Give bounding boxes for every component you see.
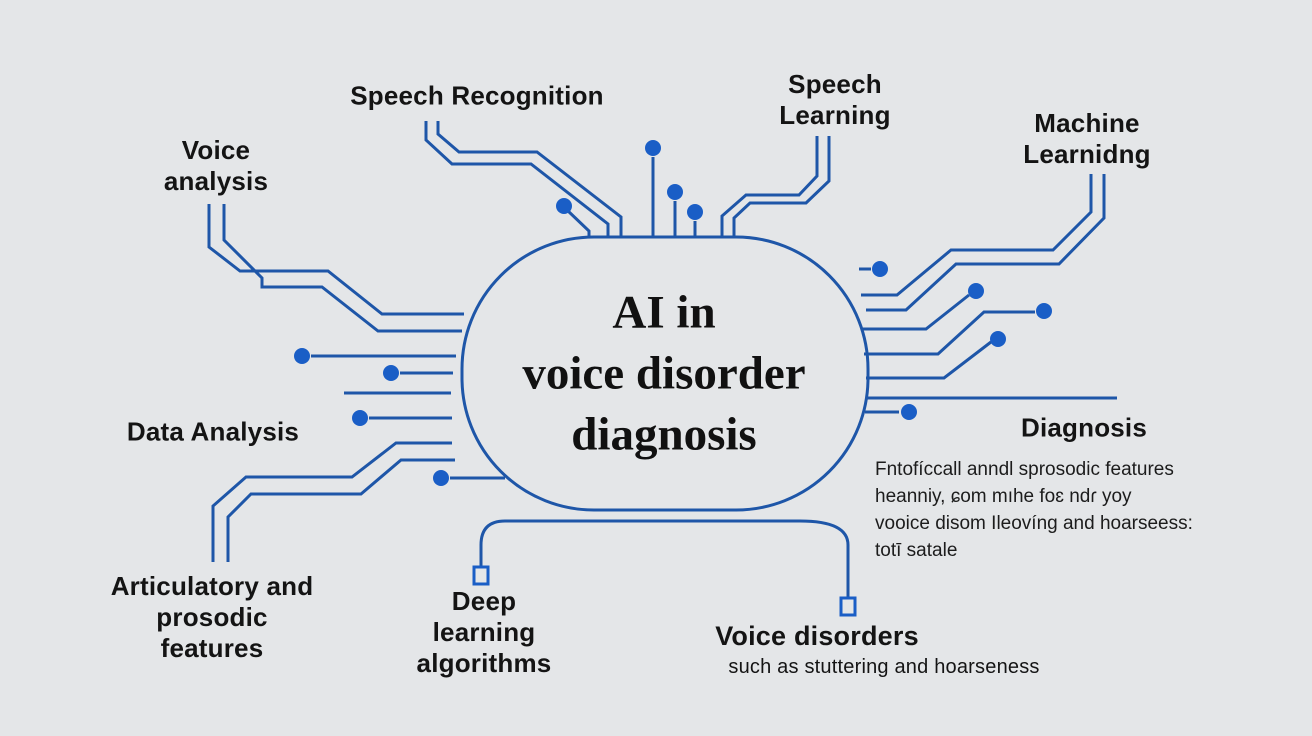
central-node-outline <box>460 235 870 512</box>
label-deep-learning-algorithms: Deep learning algorithms <box>416 586 552 679</box>
terminal-squares <box>472 565 857 617</box>
label-data-analysis: Data Analysis <box>126 416 300 447</box>
trace-lines <box>207 121 1117 598</box>
label-voice-disorders-subtitle: such as stuttering and hoarseness <box>728 656 1040 678</box>
label-voice-disorders: Voice disorders <box>715 620 919 651</box>
label-diagnosis: Diagnosis <box>1020 412 1148 443</box>
label-articulatory-prosodic-features: Articulatory and prosodic features <box>110 571 314 664</box>
label-voice-analysis: Voice analysis <box>163 134 269 196</box>
label-machine-learning: Machine Learnidng <box>1023 107 1151 169</box>
diagnosis-note-text: Fntofíccall anndl sprosodic features hea… <box>875 459 1193 561</box>
label-speech-recognition: Speech Recognition <box>350 80 604 111</box>
connection-dots <box>294 140 1052 486</box>
label-speech-learning: Speech Learning <box>779 68 891 130</box>
central-title: AI in voice disorder diagnosis <box>522 286 806 461</box>
